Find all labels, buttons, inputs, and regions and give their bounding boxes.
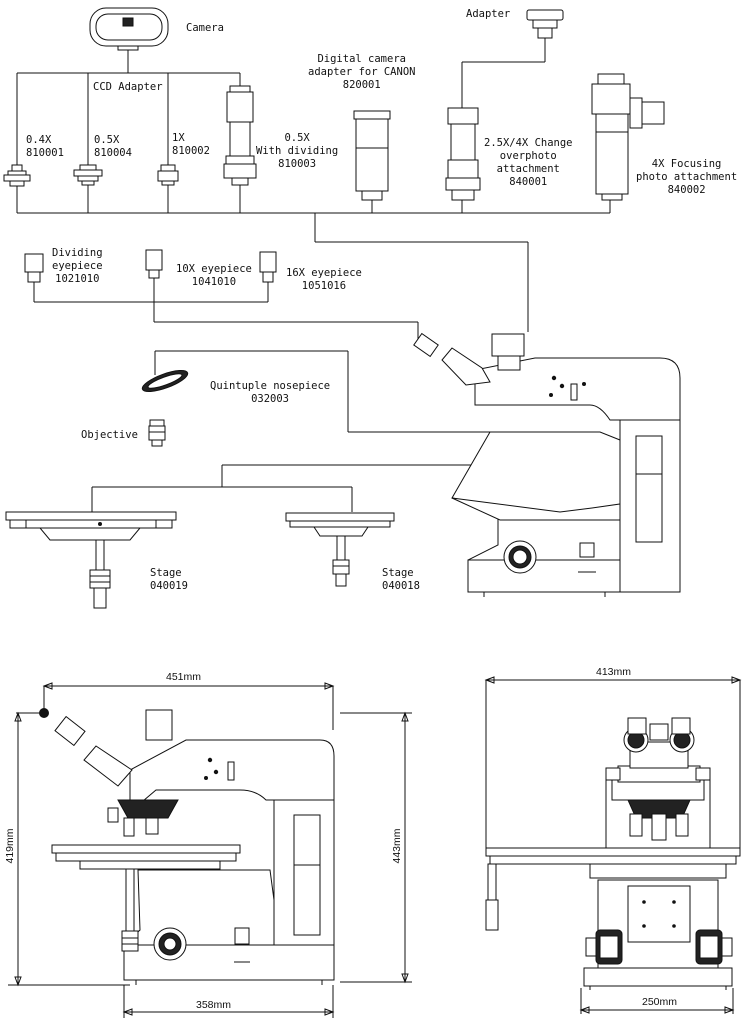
canon-camera-adapter-icon xyxy=(353,110,391,201)
adapter-1x-icon xyxy=(157,164,179,186)
eyepiece-16x-icon xyxy=(259,251,277,283)
adapter-label: Adapter xyxy=(466,8,511,20)
change-overphoto-attachment-icon xyxy=(445,107,481,201)
focusing-photo-label: 4X Focusing photo attachment 840002 xyxy=(636,158,738,196)
canon-adapter-label: Digital camera adapter for CANON 820001 xyxy=(308,53,416,91)
camera-icon xyxy=(89,7,169,51)
dividing-eyepiece-icon xyxy=(24,253,44,283)
dimension-width-front: 413mm xyxy=(596,666,632,678)
focusing-photo-attachment-icon xyxy=(591,73,665,201)
nosepiece-label: Quintuple nosepiece 032003 xyxy=(210,380,331,405)
stage-small-label: Stage 040018 xyxy=(382,567,420,592)
dimension-height-right: 443mm xyxy=(391,828,403,864)
adapter-05x-label: 0.5X 810004 xyxy=(94,134,132,159)
side-view-nosepiece xyxy=(107,799,179,837)
adapter-04x-icon xyxy=(3,164,31,187)
change-overphoto-label: 2.5X/4X Change overphoto attachment 8400… xyxy=(484,137,573,188)
adapter-04x-label: 0.4X 810001 xyxy=(26,134,64,159)
front-view-drawing xyxy=(484,676,742,1014)
eyepiece-10x-icon xyxy=(145,249,163,279)
front-view-focus-knobs xyxy=(585,929,733,965)
eyepiece-16x-label: 16X eyepiece 1051016 xyxy=(286,267,362,292)
front-view-binocular-head xyxy=(623,717,695,769)
side-view-drawing xyxy=(8,682,412,1018)
eyepiece-10x-label: 10X eyepiece 1041010 xyxy=(176,263,252,288)
dimension-width-side: 451mm xyxy=(166,671,202,683)
dimension-height-left: 419mm xyxy=(4,828,16,864)
stage-large-label: Stage 040019 xyxy=(150,567,188,592)
dimension-base-side: 358mm xyxy=(196,999,232,1011)
top-adapter-icon xyxy=(526,9,564,39)
objective-label: Objective xyxy=(81,429,138,441)
quintuple-nosepiece-icon xyxy=(141,369,189,393)
adapter-05x-dividing-icon xyxy=(223,85,257,186)
dividing-eyepiece-label: Dividing eyepiece 1021010 xyxy=(52,247,103,285)
adapter-1x-label: 1X 810002 xyxy=(172,132,210,157)
dimension-base-front: 250mm xyxy=(642,996,678,1008)
adapter-05x-icon xyxy=(73,164,103,186)
stage-large-icon xyxy=(5,511,177,609)
camera-label: Camera xyxy=(186,22,224,34)
stage-small-icon xyxy=(285,512,395,587)
accessory-connection-lines xyxy=(16,38,611,512)
adapter-05x-dividing-label: 0.5X With dividing 810003 xyxy=(256,132,339,170)
objective-icon xyxy=(148,419,166,447)
front-view-nosepiece xyxy=(627,799,691,841)
ccd-adapter-label: CCD Adapter xyxy=(93,81,163,93)
microscope-main-drawing xyxy=(413,332,681,597)
